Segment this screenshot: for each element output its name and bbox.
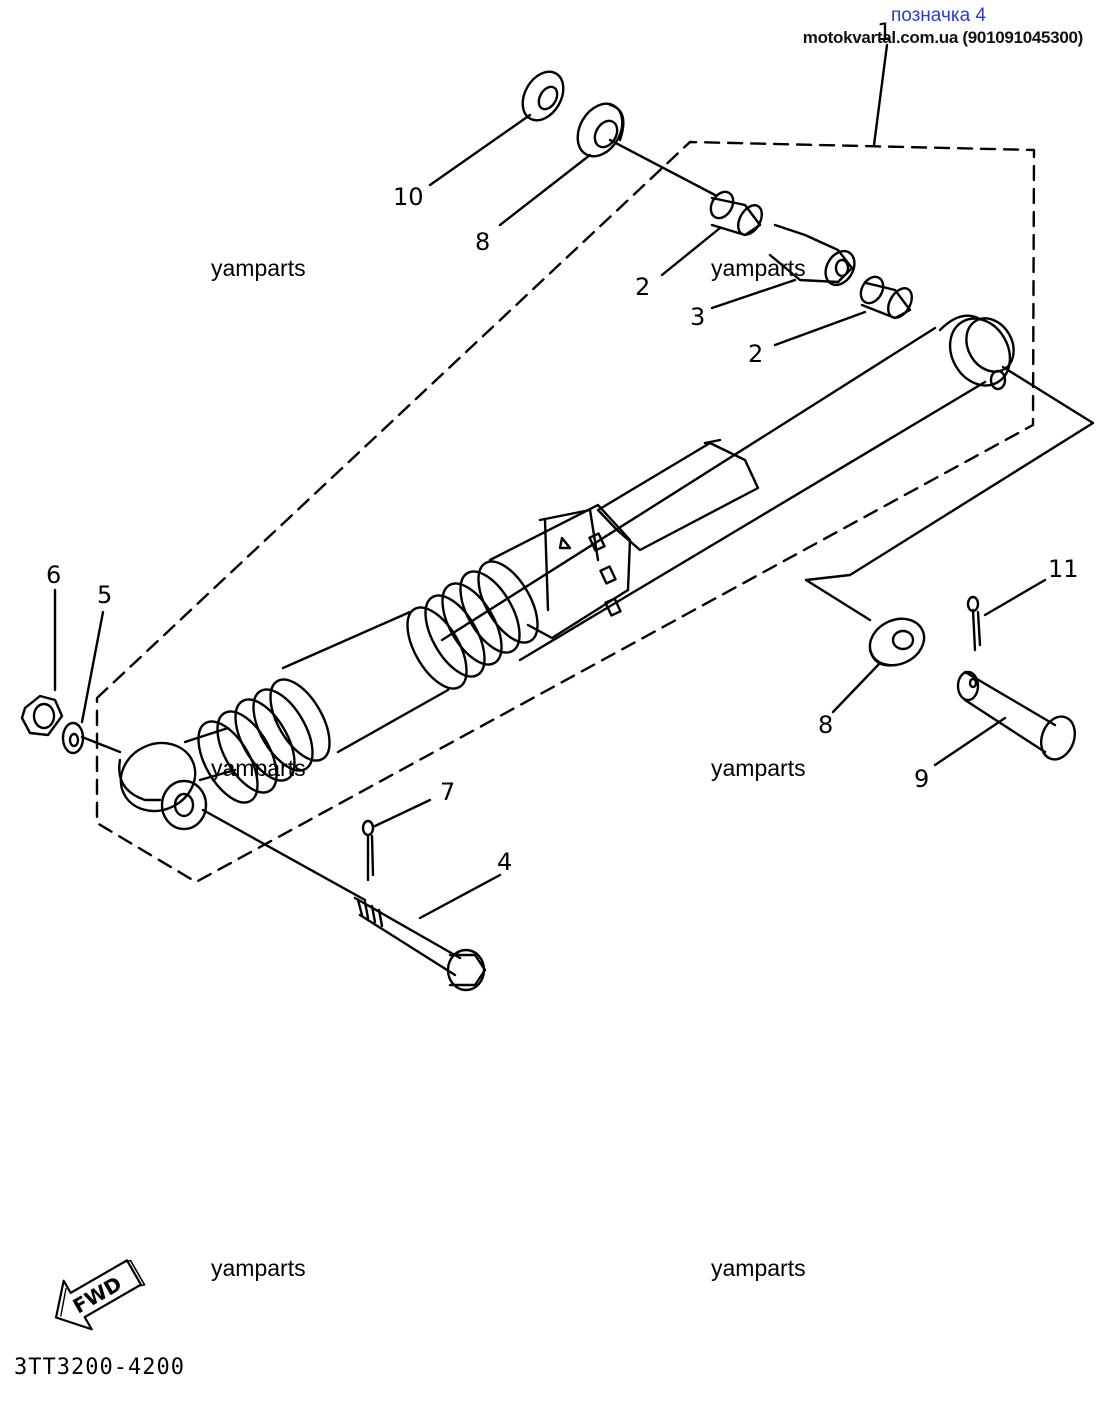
- callout-10: 10: [393, 183, 424, 211]
- callout-2-upper: 2: [635, 273, 650, 301]
- spring-lower: [197, 678, 331, 804]
- leader-2a: [660, 226, 722, 277]
- callout-7: 7: [440, 778, 455, 806]
- part-10-washer: [521, 70, 565, 122]
- part-4-bolt: [353, 896, 487, 992]
- part-9-pin: [956, 670, 1077, 761]
- callout-8-top: 8: [475, 228, 490, 256]
- assembly-boundary: [95, 140, 1036, 884]
- fwd-arrow-icon: FWD: [54, 1259, 146, 1331]
- leader-11: [983, 578, 1047, 617]
- callout-2-lower: 2: [748, 340, 763, 368]
- watermark: yamparts: [711, 755, 806, 781]
- axis-collar-top: [608, 138, 717, 197]
- callout-9: 9: [914, 765, 929, 793]
- watermark: yamparts: [711, 1255, 806, 1281]
- callout-1: 1: [877, 18, 892, 46]
- callout-4: 4: [497, 848, 512, 876]
- watermark: yamparts: [711, 255, 806, 281]
- watermark: yamparts: [211, 755, 306, 781]
- leader-1: [872, 43, 889, 147]
- callout-6: 6: [46, 561, 61, 589]
- leader-2b: [773, 310, 867, 347]
- leader-5: [80, 610, 105, 724]
- callout-3: 3: [690, 303, 705, 331]
- leader-3: [710, 278, 797, 310]
- spring-upper: [406, 560, 539, 690]
- leader-4: [418, 873, 502, 920]
- part-7-cotter-pin: [361, 819, 375, 882]
- leader-8b: [831, 661, 882, 714]
- part-3-bushing: [768, 223, 856, 287]
- callout-5: 5: [97, 581, 112, 609]
- part-2-collar-upper: [709, 190, 763, 237]
- axis-top-bolt: [804, 365, 1095, 622]
- part-6-nut: [20, 694, 64, 737]
- leader-10: [428, 113, 532, 187]
- leader-9: [933, 716, 1007, 767]
- part-11-cotter-pin: [966, 595, 982, 652]
- axis-bottom-bolt: [201, 808, 367, 902]
- callout-11: 11: [1048, 555, 1079, 583]
- watermark: yamparts: [211, 1255, 306, 1281]
- leader-7: [373, 798, 432, 828]
- axis-nut-washer: [80, 735, 122, 754]
- part-2-collar-lower: [859, 275, 913, 320]
- callout-8-lower: 8: [818, 711, 833, 739]
- header-source: motokvartal.com.ua (901091045300): [802, 28, 1084, 47]
- leader-8a: [498, 153, 592, 227]
- part-8-bushing-lower: [868, 617, 926, 667]
- header-label: позначка 4: [890, 5, 986, 26]
- diagram-code: 3TT3200-4200: [14, 1355, 185, 1380]
- part-8-bushing-top: [576, 102, 625, 158]
- callout-labels: 1 10 8 2 3 2 6 5 11 8 9 7 4: [46, 18, 1079, 876]
- shock-absorber: [118, 314, 1015, 831]
- part-5-washer: [61, 721, 85, 755]
- watermark: yamparts: [211, 255, 306, 281]
